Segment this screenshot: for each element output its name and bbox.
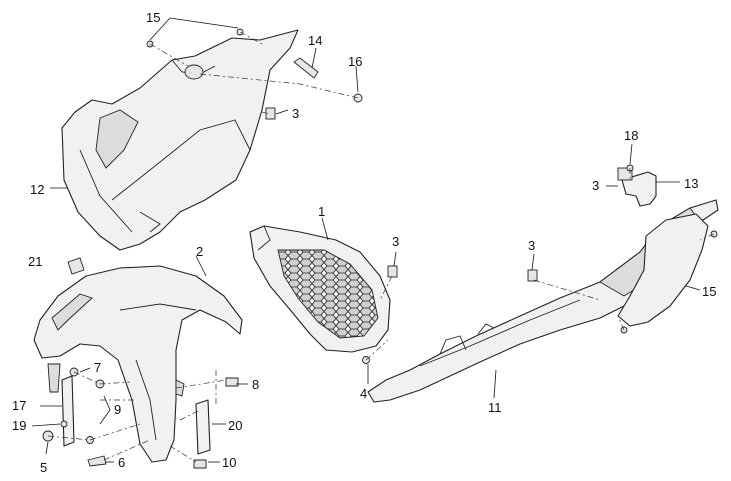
callout-11: 11	[488, 400, 502, 415]
callout-13: 13	[684, 176, 698, 191]
callout-8: 8	[252, 377, 259, 392]
assembly-lines	[47, 31, 715, 463]
callout-1: 1	[318, 204, 325, 219]
callout-14: 14	[308, 33, 322, 48]
part-2-front-mudguard	[33, 265, 243, 463]
callout-10: 10	[222, 455, 236, 470]
callout-2: 2	[196, 244, 203, 259]
callout-19: 19	[12, 418, 26, 433]
callout-20: 20	[228, 418, 242, 433]
part-15-rear-panel	[617, 213, 709, 327]
callout-21: 21	[28, 254, 42, 269]
callout-12: 12	[30, 182, 44, 197]
callout-16: 16	[348, 54, 362, 69]
leader-lines	[31, 17, 701, 463]
callout-15: 15	[146, 10, 160, 25]
part-20-strip	[195, 399, 211, 455]
callout-labels: 15 14 16 3 12 1 3 2 21 3 18 3 13 15 4 11…	[12, 10, 716, 475]
callout-3: 3	[528, 238, 535, 253]
part-17-plate	[61, 375, 75, 447]
callout-3: 3	[392, 234, 399, 249]
callout-3: 3	[292, 106, 299, 121]
callout-7: 7	[94, 360, 101, 375]
callout-5: 5	[40, 460, 47, 475]
callout-4: 4	[360, 386, 367, 401]
part-1-grille-cover	[249, 225, 391, 353]
callout-3: 3	[592, 178, 599, 193]
callout-9: 9	[114, 402, 121, 417]
part-13-bracket	[617, 167, 657, 207]
callout-15: 15	[702, 284, 716, 299]
callout-6: 6	[118, 455, 125, 470]
callout-18: 18	[624, 128, 638, 143]
part-12-side-panel	[61, 29, 299, 251]
callout-17: 17	[12, 398, 26, 413]
